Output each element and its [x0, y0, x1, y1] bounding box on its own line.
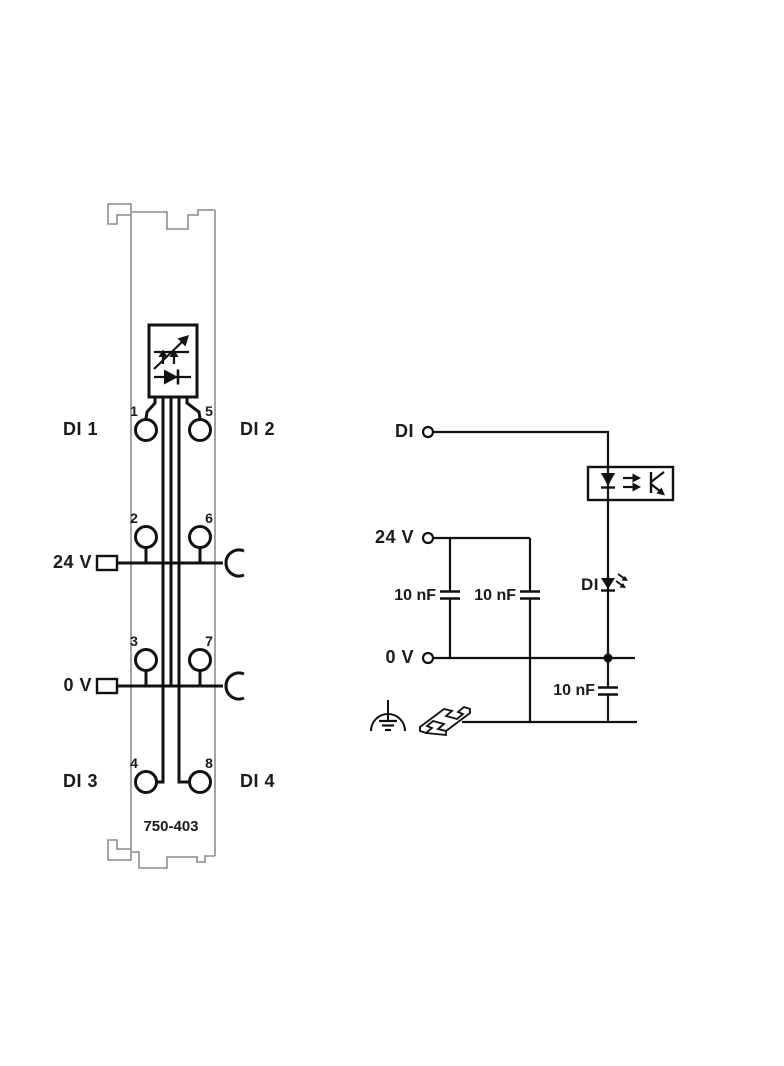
supply-terminal: [421, 531, 435, 545]
capacitor-icons: [440, 590, 618, 696]
channel-label-di4: DI 4: [240, 771, 276, 791]
din-rail-icon: [419, 705, 471, 736]
module-ground-label: 0 V: [63, 675, 92, 695]
terminal-number-4: 4: [130, 755, 138, 771]
di-input-terminal: [421, 425, 435, 439]
terminal-number-1: 1: [130, 403, 138, 419]
power-jumper-contact-icon: [95, 554, 119, 572]
terminal-number-3: 3: [130, 633, 138, 649]
capacitor-label-1: 10 nF: [394, 587, 436, 604]
terminal-number-7: 7: [205, 633, 213, 649]
terminal-8: [188, 770, 212, 794]
supply-bus-24v: [95, 547, 245, 578]
terminal-1: [134, 418, 158, 442]
terminal-number-6: 6: [205, 510, 213, 526]
terminal-3: [134, 648, 158, 672]
schematic-di-label: DI: [395, 421, 414, 441]
schematic-zero-volt-label: 0 V: [385, 647, 414, 667]
module-outline: [107, 203, 216, 869]
opto-isolator-icon: [153, 335, 191, 385]
channel-label-di1: DI 1: [62, 419, 98, 439]
channel-label-di2: DI 2: [240, 419, 276, 439]
optocoupler-icon: [586, 465, 675, 502]
part-number-label: 750-403: [143, 818, 199, 835]
terminal-2: [134, 525, 158, 549]
opto-isolator-box: [147, 323, 199, 399]
led-icon: [601, 573, 628, 592]
schematic-supply-label: 24 V: [374, 527, 414, 547]
terminal-number-2: 2: [130, 510, 138, 526]
junction-dot: [603, 653, 613, 663]
capacitor-label-3: 10 nF: [553, 682, 595, 699]
terminal-6: [188, 525, 212, 549]
zero-volt-terminal: [421, 651, 435, 665]
jumper-contact-arc-icon: [224, 548, 245, 578]
terminal-5: [188, 418, 212, 442]
jumper-contact-arc-icon: [224, 671, 245, 701]
terminal-7: [188, 648, 212, 672]
capacitor-label-2: 10 nF: [474, 587, 516, 604]
terminal-4: [134, 770, 158, 794]
earth-ground-icon: [370, 700, 406, 732]
module-supply-label: 24 V: [52, 552, 92, 572]
terminal-number-8: 8: [205, 755, 213, 771]
terminal-number-5: 5: [205, 403, 213, 419]
module-wires: [144, 397, 202, 784]
channel-label-di3: DI 3: [62, 771, 98, 791]
channel-schematic-wires: [433, 430, 637, 724]
ground-bus-0v: [95, 670, 245, 701]
power-jumper-contact-icon: [95, 677, 119, 695]
led-di-label: DI: [581, 575, 599, 594]
